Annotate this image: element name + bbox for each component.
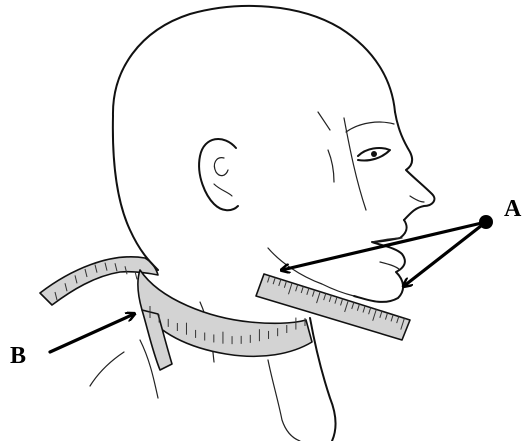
ear [199, 139, 238, 210]
arrow-b [50, 314, 134, 352]
arrows-a [282, 215, 493, 286]
label-b: B [10, 343, 26, 369]
label-a: A [504, 196, 522, 222]
face-details [318, 112, 424, 270]
head-outline [90, 6, 434, 441]
arrow-a-origin-dot [479, 215, 493, 229]
